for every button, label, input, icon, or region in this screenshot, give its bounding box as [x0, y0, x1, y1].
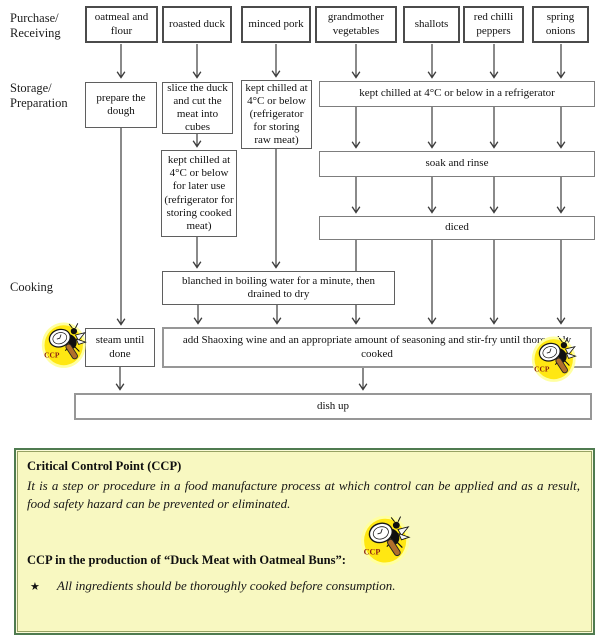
stage-label-purchase-receiving: Purchase/ Receiving	[10, 11, 61, 40]
node-spring-onions: spring onions	[532, 6, 589, 43]
node-prepare-the-dough: prepare the dough	[85, 82, 157, 128]
node-chill-refrigerator: kept chilled at 4°C or below in a refrig…	[319, 81, 595, 107]
node-stir-fry: add Shaoxing wine and an appropriate amo…	[162, 327, 592, 368]
node-dish-up: dish up	[74, 393, 592, 420]
node-chill-cooked-meat: kept chilled at 4°C or below for later u…	[161, 150, 237, 237]
node-chill-raw-meat: kept chilled at 4°C or below (refrigerat…	[241, 80, 312, 149]
node-oatmeal-and-flour: oatmeal and flour	[85, 6, 158, 43]
node-roasted-duck: roasted duck	[162, 6, 232, 43]
ccp-info-panel: Critical Control Point (CCP) It is a ste…	[14, 448, 595, 635]
ccp-bullet-item: ★ All ingredients should be thoroughly c…	[30, 578, 396, 594]
node-slice-duck-cut-cubes: slice the duck and cut the meat into cub…	[162, 82, 233, 134]
node-blanched: blanched in boiling water for a minute, …	[162, 271, 395, 305]
stage-label-cooking: Cooking	[10, 280, 54, 294]
ccp-bullet-text: All ingredients should be thoroughly coo…	[56, 578, 396, 593]
node-diced: diced	[319, 216, 595, 240]
stage-label-storage-preparation: Storage/ Preparation	[10, 81, 68, 110]
ccp-icon	[360, 515, 410, 567]
ccp-definition-title: Critical Control Point (CCP)	[27, 459, 182, 473]
ccp-production-heading: CCP in the production of “Duck Meat with…	[27, 553, 346, 567]
node-soak-and-rinse: soak and rinse	[319, 151, 595, 177]
node-shallots: shallots	[403, 6, 460, 43]
node-red-chilli-peppers: red chilli peppers	[463, 6, 524, 43]
node-grandmother-vegetables: grandmother vegetables	[315, 6, 397, 43]
node-steam-until-done: steam until done	[85, 328, 155, 367]
node-minced-pork: minced pork	[241, 6, 311, 43]
star-bullet-icon: ★	[30, 581, 40, 593]
ccp-icon	[41, 321, 87, 369]
ccp-icon	[531, 335, 577, 383]
ccp-definition-text: It is a step or procedure in a food manu…	[27, 478, 580, 511]
ccp-info-panel-inner: Critical Control Point (CCP) It is a ste…	[17, 451, 592, 632]
